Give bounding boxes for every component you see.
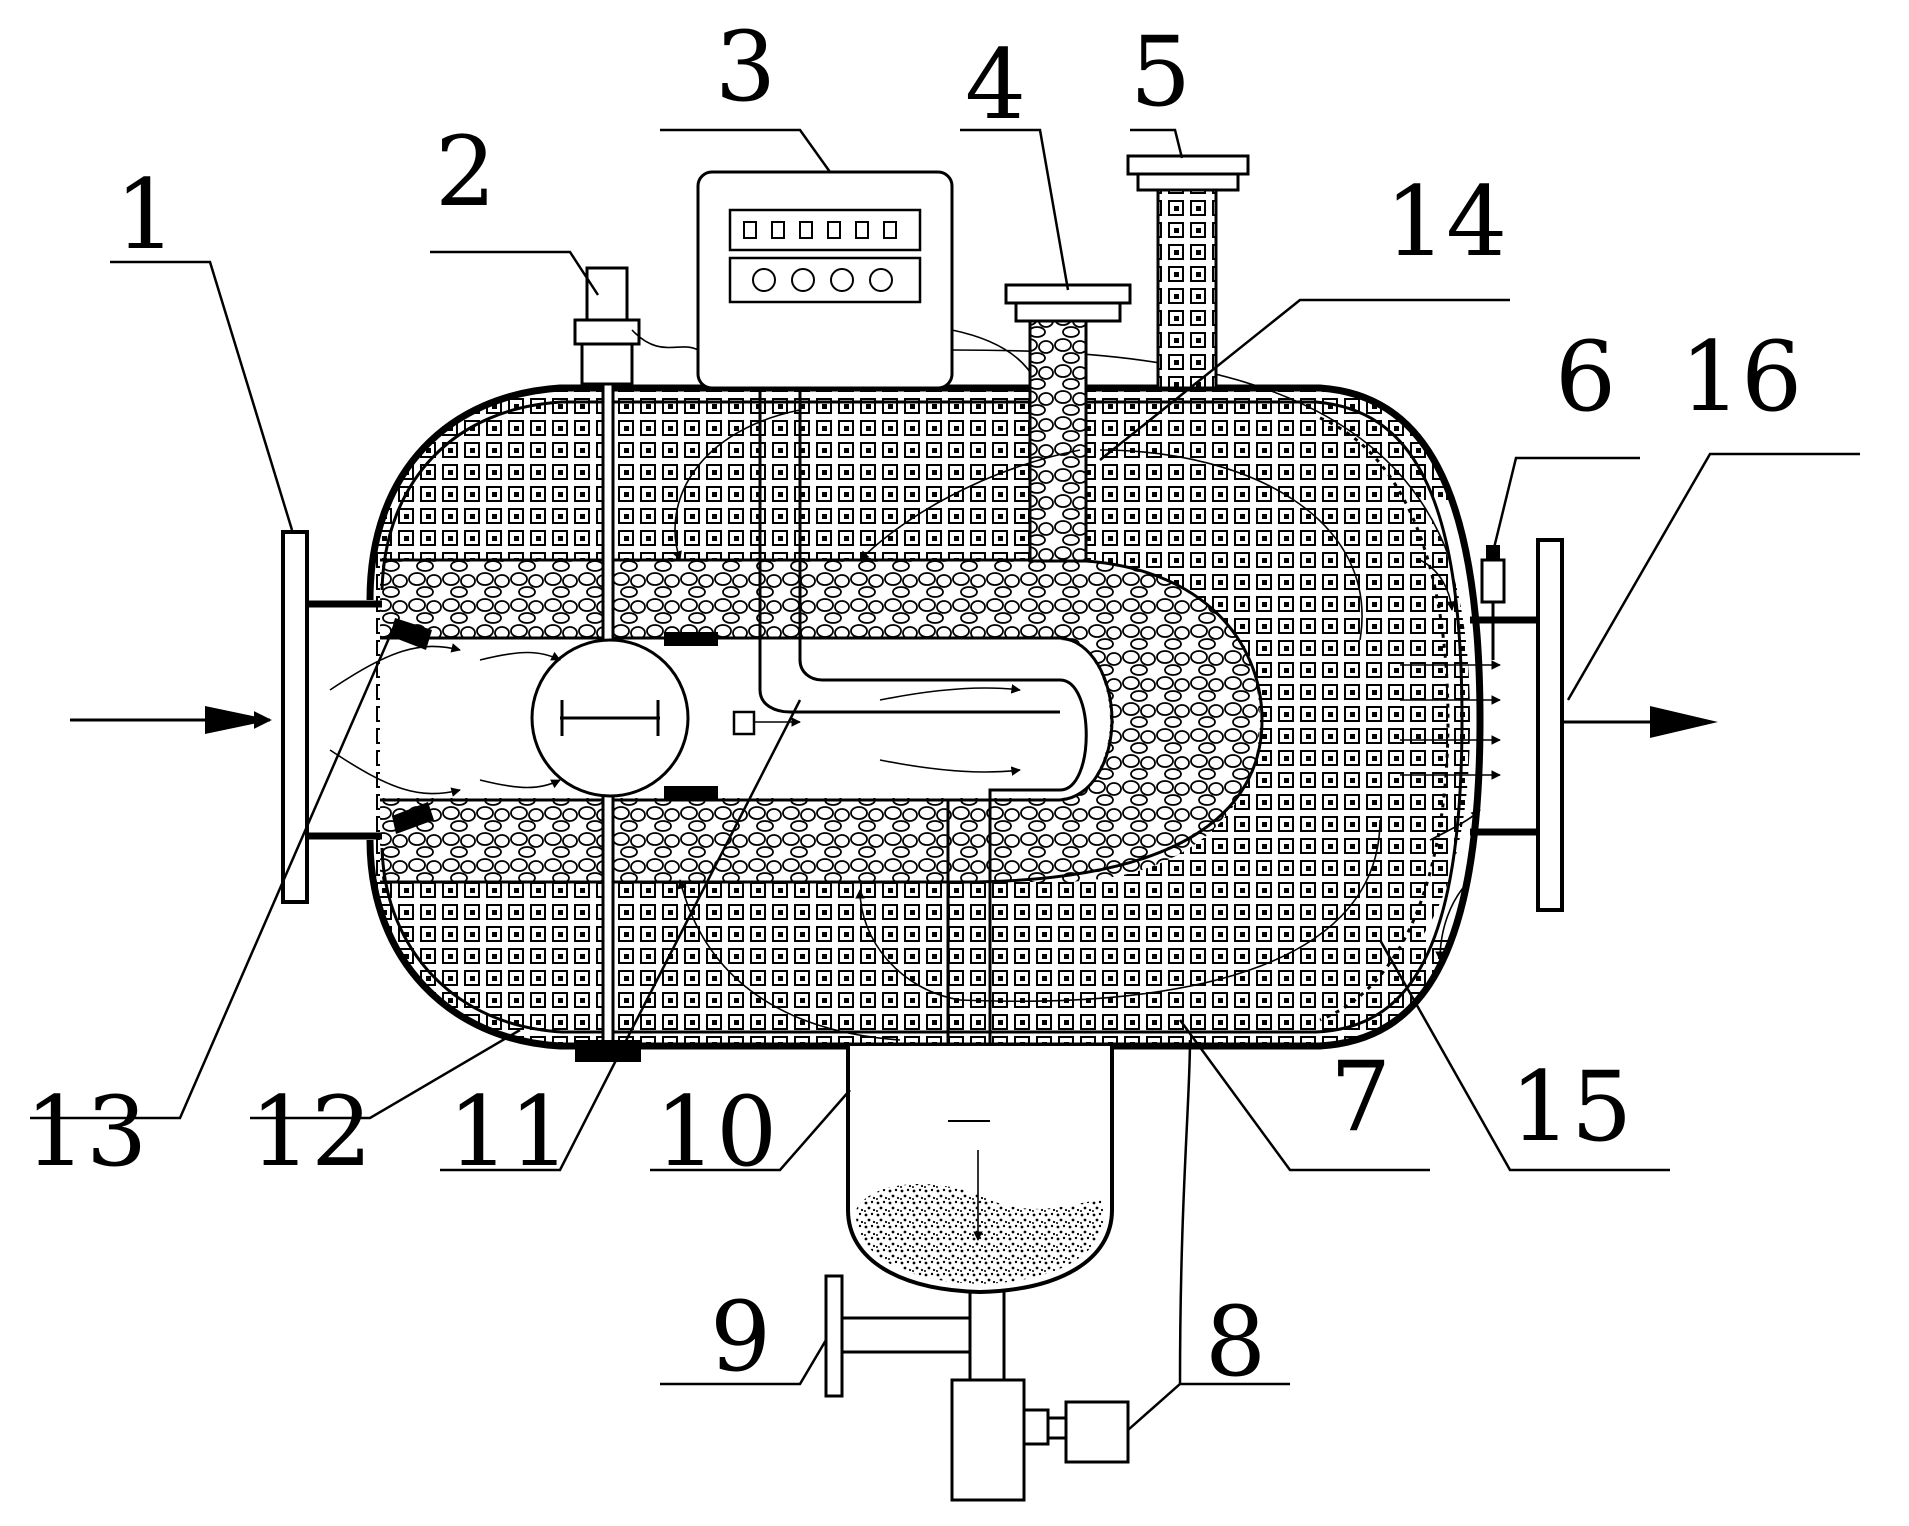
callout-13: 13 — [25, 1076, 147, 1188]
callout-2: 2 — [435, 116, 496, 228]
inlet-nozzle-bottom — [392, 802, 434, 834]
sump — [846, 1046, 1114, 1380]
callout-6: 6 — [1555, 321, 1616, 433]
vent-nozzle-4 — [1004, 283, 1132, 563]
callout-9: 9 — [710, 1281, 771, 1393]
flow-arrows — [329, 409, 1481, 1041]
valve-6 — [1480, 545, 1506, 660]
callout-labels: 1 2 3 4 5 14 6 16 13 12 11 10 7 15 8 9 — [25, 11, 1802, 1398]
callout-16: 16 — [1680, 321, 1802, 433]
internal-pipe — [732, 392, 1088, 1122]
inlet-flange — [70, 530, 382, 904]
callout-4: 4 — [965, 29, 1026, 141]
callout-12: 12 — [250, 1076, 372, 1188]
outlet-flange — [1400, 538, 1718, 912]
callout-7: 7 — [1330, 1041, 1391, 1153]
controller-box — [631, 170, 1451, 561]
callout-1: 1 — [115, 159, 176, 271]
callout-8: 8 — [1205, 1286, 1266, 1398]
drain-valve-9 — [824, 1274, 970, 1398]
agitator — [530, 266, 718, 1062]
callout-11: 11 — [448, 1076, 570, 1188]
callout-15: 15 — [1510, 1051, 1632, 1163]
inlet-nozzle-top — [390, 618, 432, 650]
callout-14: 14 — [1385, 166, 1507, 278]
callout-3: 3 — [715, 11, 776, 123]
vent-nozzle-5 — [1126, 154, 1250, 390]
leader-lines — [30, 128, 1860, 1431]
drain-motor-8 — [950, 1378, 1130, 1502]
callout-5: 5 — [1130, 16, 1191, 128]
callout-10: 10 — [655, 1076, 777, 1188]
